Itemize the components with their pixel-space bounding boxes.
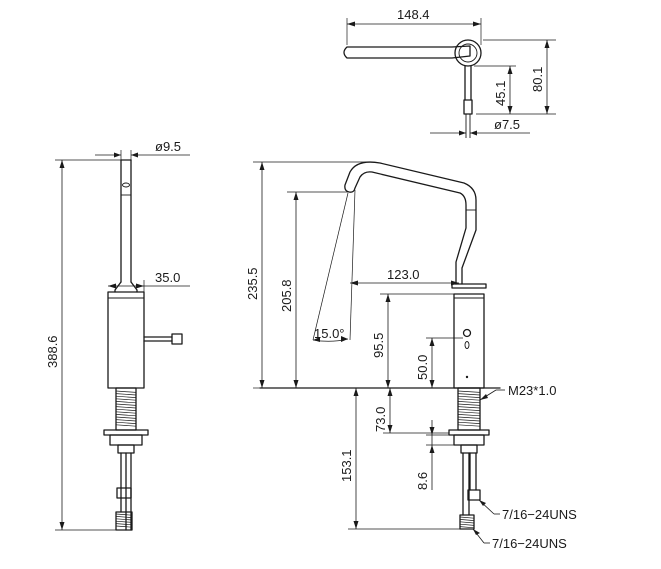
thread-line (459, 521, 475, 524)
thread-line (457, 419, 481, 422)
thread-line (115, 416, 137, 419)
dim-front-height: 235.5 (245, 267, 260, 300)
dim-top-offset: 45.1 (493, 81, 508, 106)
thread-line (115, 408, 137, 411)
side-view: ø9.5 35.0 388.6 (45, 139, 190, 531)
dim-top-width: 148.4 (397, 7, 430, 22)
hose-thread-label-1: 7/16−24UNS (502, 507, 577, 522)
dim-front-angle: 15.0° (314, 326, 345, 341)
thread-line (457, 393, 481, 396)
thread-line (115, 421, 137, 424)
dim-side-handle: 35.0 (155, 270, 180, 285)
thread-line (115, 398, 137, 401)
thread-line (115, 513, 133, 516)
thread-line (115, 395, 137, 398)
thread-line (459, 519, 475, 521)
thread-line (459, 516, 475, 519)
thread-line (115, 520, 133, 523)
dim-side-total-height: 388.6 (45, 335, 60, 368)
thread-line (115, 516, 133, 518)
thread-line (115, 419, 137, 422)
thread-line (115, 518, 133, 521)
thread-line (457, 411, 481, 414)
dim-top-depth: 80.1 (530, 67, 545, 92)
dim-front-reach: 123.0 (387, 267, 420, 282)
dim-side-diameter: ø9.5 (155, 139, 181, 154)
thread-line (457, 390, 481, 393)
thread-line (457, 403, 481, 406)
dim-front-spout-height: 205.8 (279, 279, 294, 312)
thread-line (457, 416, 481, 419)
dim-front-mount-thread: M23*1.0 (508, 383, 556, 398)
front-view: 235.5 205.8 123.0 15.0° 95.5 50.0 M23*1.… (245, 161, 577, 551)
thread-line (115, 406, 137, 409)
thread-line (115, 525, 133, 528)
dim-front-nut: 8.6 (415, 472, 430, 490)
thread-line (115, 424, 137, 427)
thread-line (115, 401, 137, 404)
thread-line (457, 395, 481, 398)
thread-line (457, 398, 481, 401)
thread-line (457, 424, 481, 427)
thread-line (457, 408, 481, 411)
thread-line (115, 393, 137, 396)
dim-top-diameter: ø7.5 (494, 117, 520, 132)
thread-line (115, 411, 137, 414)
thread-line (115, 403, 137, 406)
dim-front-sensor-height: 50.0 (415, 355, 430, 380)
dim-front-body-height: 95.5 (371, 333, 386, 358)
thread-line (115, 390, 137, 393)
thread-line (459, 526, 475, 529)
thread-line (115, 414, 137, 417)
thread-line (115, 523, 133, 526)
thread-line (457, 401, 481, 404)
thread-line (459, 523, 475, 526)
thread-line (457, 406, 481, 409)
thread-line (457, 421, 481, 424)
dim-front-below-deck: 153.1 (339, 449, 354, 482)
dim-front-shank: 73.0 (373, 407, 388, 432)
hose-thread-label-2: 7/16−24UNS (492, 536, 567, 551)
thread-line (457, 414, 481, 417)
top-view: 148.4 80.1 45.1 ø7.5 (343, 7, 556, 138)
